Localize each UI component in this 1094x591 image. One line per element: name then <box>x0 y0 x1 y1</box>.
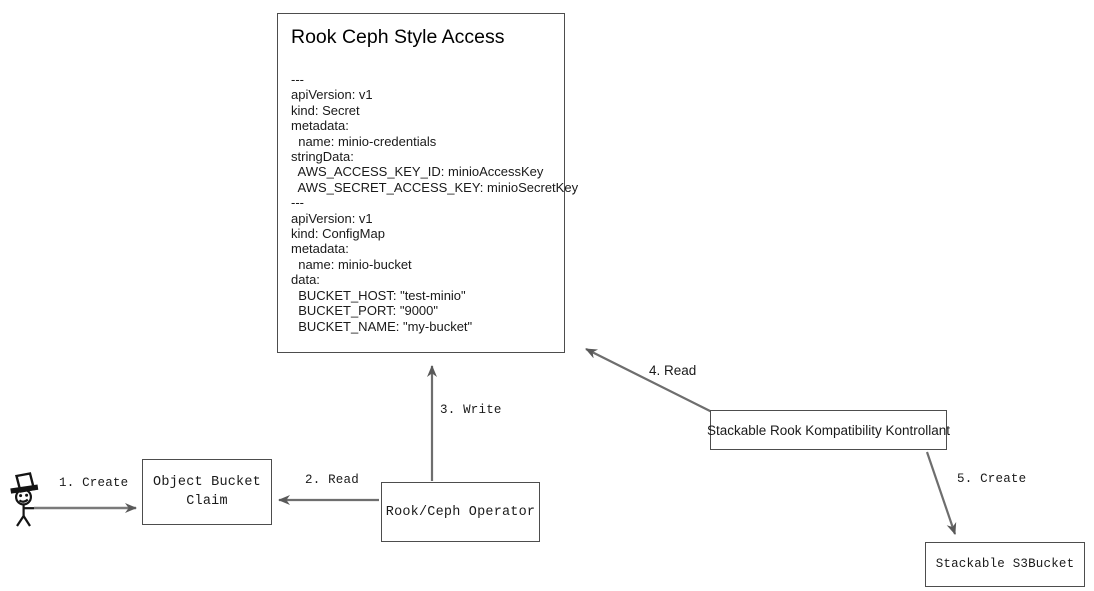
user-actor <box>10 472 39 527</box>
edge-2-label: 2. Read <box>305 473 359 487</box>
edge-5-label: 5. Create <box>957 472 1027 486</box>
edge-3-label: 3. Write <box>440 403 502 417</box>
node-rook-ceph-operator-label: Rook/Ceph Operator <box>385 504 536 520</box>
yaml-card-title: Rook Ceph Style Access <box>291 26 505 48</box>
edge-1-label: 1. Create <box>59 476 129 490</box>
edge-4-label: 4. Read <box>649 363 697 378</box>
node-rook-ceph-style-access: Rook Ceph Style Access --- apiVersion: v… <box>277 13 579 353</box>
node-stackable-rook-kompatibility-kontrollant[interactable]: Stackable Rook Kompatibility Kontrollant <box>706 410 951 450</box>
edge-4-read-arrow <box>585 348 713 413</box>
head-icon <box>15 488 33 506</box>
yaml-card-body: --- apiVersion: v1 kind: Secret metadata… <box>291 72 579 334</box>
node-object-bucket-claim-label: Object Bucket Claim <box>153 475 261 509</box>
node-stackable-rook-kompatibility-kontrollant-label: Stackable Rook Kompatibility Kontrollant <box>706 422 951 438</box>
edge-5-create-arrow <box>925 451 957 535</box>
node-rook-ceph-operator[interactable]: Rook/Ceph Operator <box>381 482 540 542</box>
node-object-bucket-claim[interactable]: Object Bucket Claim <box>142 459 272 525</box>
body-icon <box>16 504 34 527</box>
node-stackable-s3bucket-label: Stackable S3Bucket <box>935 557 1075 571</box>
node-stackable-s3bucket[interactable]: Stackable S3Bucket <box>925 542 1085 587</box>
